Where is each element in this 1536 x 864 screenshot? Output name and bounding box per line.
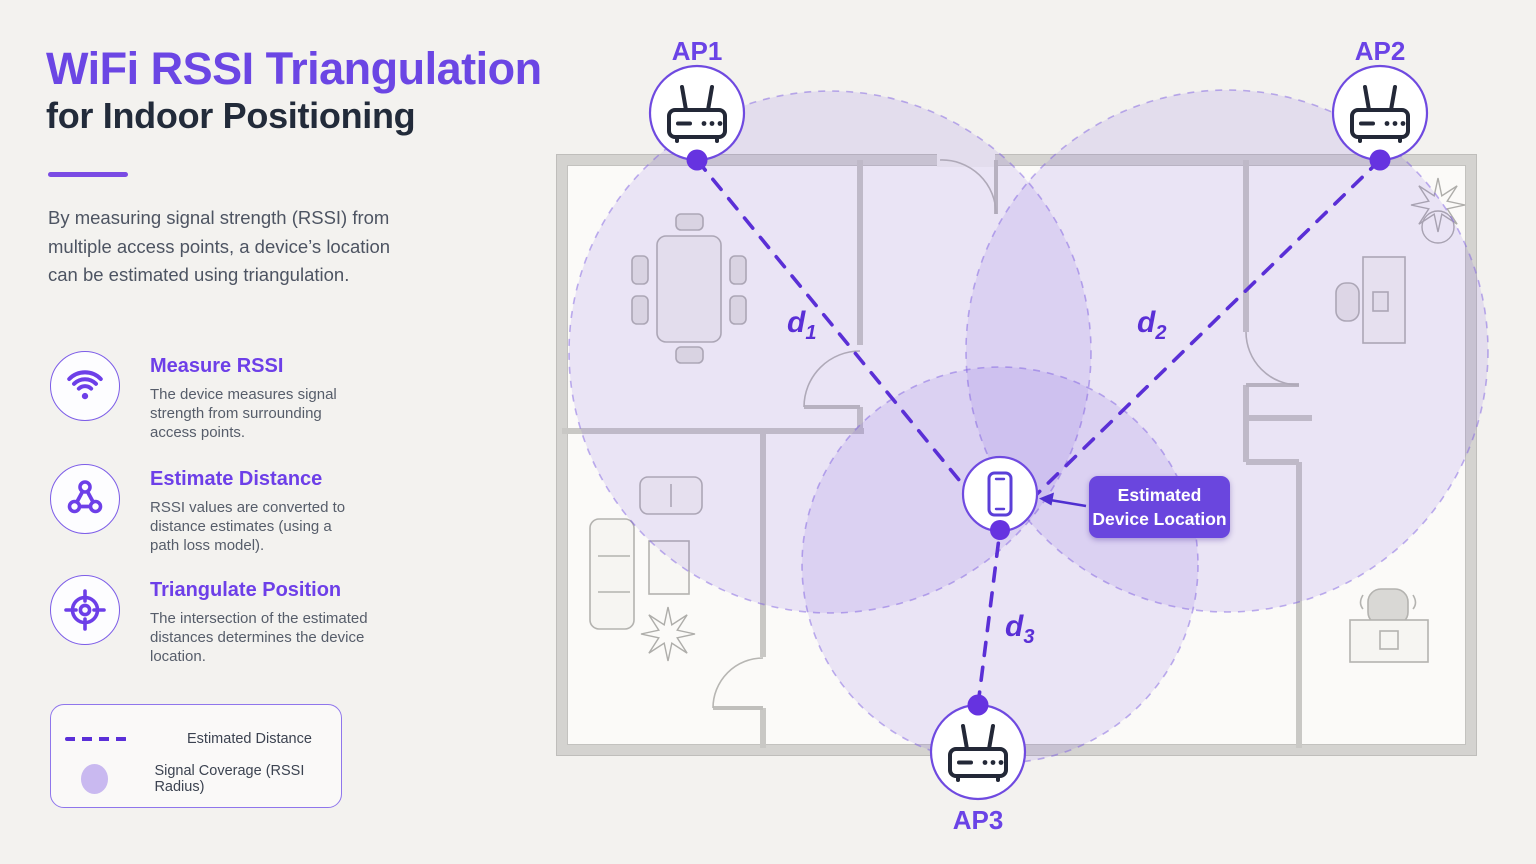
coverage-circle-swatch xyxy=(81,764,109,794)
office-furniture xyxy=(1335,177,1466,344)
arrow-head xyxy=(1039,492,1054,506)
distance-label-d1: d1 xyxy=(787,306,816,344)
distance-label-d3: d3 xyxy=(1005,610,1034,648)
phone-icon xyxy=(987,471,1013,517)
ap2-label: AP2 xyxy=(1355,36,1406,66)
ap3-anchor-dot xyxy=(967,694,989,716)
legend-item-signal-coverage: Signal Coverage (RSSI Radius) xyxy=(65,763,341,795)
step-estimate-distance: Estimate Distance RSSI values are conver… xyxy=(50,464,355,555)
step-description: The device measures signal strength from… xyxy=(150,386,337,442)
device-location-line1: Estimated xyxy=(1118,485,1202,505)
page-title: WiFi RSSI Triangulation for Indoor Posit… xyxy=(46,42,542,138)
distance-line-d3 xyxy=(976,528,1002,707)
interior-walls xyxy=(562,160,1312,748)
ap1-anchor-dot xyxy=(686,149,708,171)
device-location-callout: Estimated Device Location xyxy=(1039,476,1230,538)
intro-paragraph: By measuring signal strength (RSSI) from… xyxy=(48,207,391,286)
dashed-line-swatch xyxy=(65,737,127,741)
plant xyxy=(1410,177,1466,233)
step-title: Triangulate Position xyxy=(150,579,342,601)
page-title-line2: for Indoor Positioning xyxy=(46,95,416,137)
device-location-line2: Device Location xyxy=(1092,509,1226,529)
legend-label: Estimated Distance xyxy=(187,731,312,747)
door-opening xyxy=(937,150,995,167)
office-chair xyxy=(1335,282,1360,322)
step-title: Measure RSSI xyxy=(150,355,284,377)
step-description: The intersection of the estimated distan… xyxy=(150,610,368,666)
legend: Estimated Distance Signal Coverage (RSSI… xyxy=(50,704,342,808)
access-point-ap3: AP3 xyxy=(929,694,1027,835)
distance-label-d2: d2 xyxy=(1137,306,1166,344)
signal-coverage-circles xyxy=(568,89,1489,764)
step-description: RSSI values are converted to distance es… xyxy=(150,499,346,555)
wifi-icon xyxy=(50,351,120,421)
title-underline xyxy=(48,172,128,177)
distance-line-d1 xyxy=(695,158,1002,532)
plant-pot xyxy=(1421,210,1455,244)
dining-table-set xyxy=(631,213,747,364)
access-point-ap2: AP2 xyxy=(1331,36,1429,171)
device-location-box xyxy=(1089,476,1230,538)
device-anchor-dot xyxy=(990,520,1010,540)
coverage-circle-ap1 xyxy=(568,90,1092,614)
crosshair-icon xyxy=(50,575,120,645)
ap3-label: AP3 xyxy=(953,805,1004,835)
legend-label: Signal Coverage (RSSI Radius) xyxy=(154,763,305,795)
sofa xyxy=(589,518,635,630)
distance-lines xyxy=(695,158,1382,707)
legend-item-estimated-distance: Estimated Distance xyxy=(65,731,312,747)
plant xyxy=(640,606,696,662)
doors xyxy=(712,159,1300,710)
ap1-label: AP1 xyxy=(672,36,723,66)
step-measure-rssi: Measure RSSI The device measures signal … xyxy=(50,351,355,442)
bottom-right-furniture xyxy=(1349,588,1429,663)
coverage-circle-ap3 xyxy=(801,366,1199,764)
dresser-box xyxy=(1379,630,1399,650)
access-point-ap1: AP1 xyxy=(648,36,746,171)
triangle-nodes-icon xyxy=(50,464,120,534)
device xyxy=(961,455,1039,540)
step-title: Estimate Distance xyxy=(150,468,323,490)
page-title-line1: WiFi RSSI Triangulation xyxy=(46,43,542,94)
ap2-anchor-dot xyxy=(1369,149,1391,171)
step-triangulate-position: Triangulate Position The intersection of… xyxy=(50,575,375,666)
triangulation-diagram: d1 d2 d3 AP1 AP2 AP3 Estimated Devic xyxy=(556,36,1489,835)
monitor xyxy=(1372,291,1389,312)
distance-line-d2 xyxy=(998,158,1382,532)
floor-plan xyxy=(556,150,1477,756)
